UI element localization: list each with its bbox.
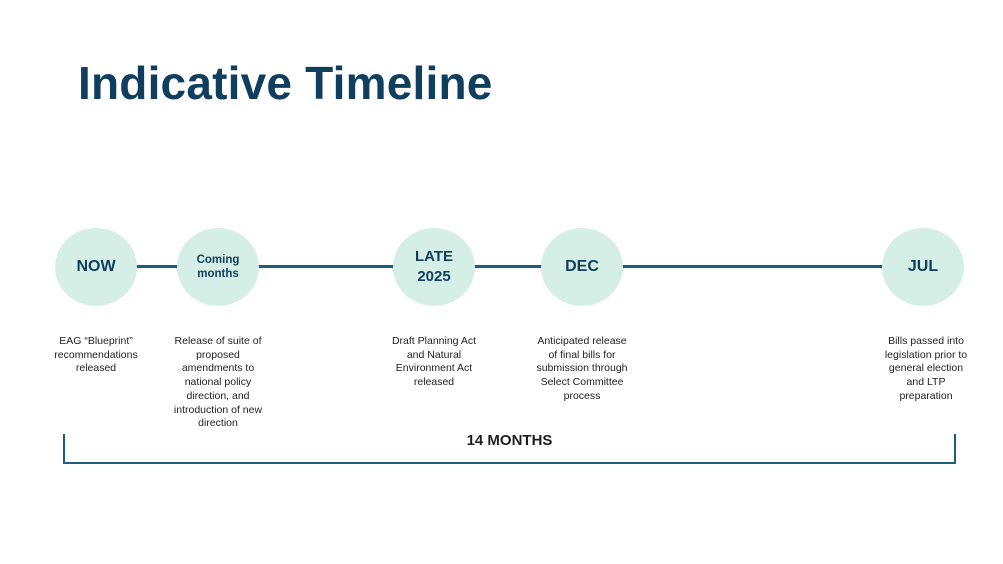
duration-label: 14 MONTHS xyxy=(466,432,553,449)
milestone-label: JUL xyxy=(907,258,939,275)
milestone-late-2025: LATE 2025 xyxy=(393,228,475,306)
milestone-now: NOW xyxy=(55,228,137,306)
milestone-description-coming-months: Release of suite of proposed amendments … xyxy=(173,335,263,430)
milestone-description-now: EAG “Blueprint” recommendations released xyxy=(54,335,138,375)
milestone-label: Coming months xyxy=(196,254,240,280)
milestone-label: NOW xyxy=(76,258,116,275)
milestone-description-late-2025: Draft Planning Act and Natural Environme… xyxy=(391,335,477,389)
milestone-description-jul: Bills passed into legislation prior to g… xyxy=(884,335,968,402)
milestone-label: DEC xyxy=(565,258,599,275)
duration-bracket xyxy=(63,434,956,464)
milestone-coming-months: Coming months xyxy=(177,228,259,306)
milestone-label: LATE 2025 xyxy=(414,248,454,285)
timeline-line xyxy=(96,265,924,268)
page-title: Indicative Timeline xyxy=(78,57,493,109)
milestone-dec: DEC xyxy=(541,228,623,306)
milestone-description-dec: Anticipated release of final bills for s… xyxy=(536,335,628,402)
milestone-jul: JUL xyxy=(882,228,964,306)
